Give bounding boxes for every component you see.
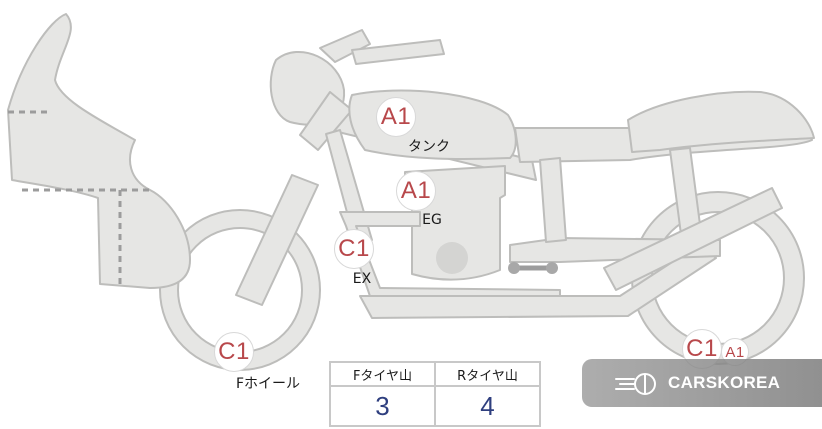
marker-front-wheel: C1 — [214, 332, 254, 372]
fairing — [7, 13, 191, 289]
label-tank: タンク — [408, 139, 450, 155]
label-front-wheel: Fホイール — [235, 376, 301, 392]
marker-exhaust: C1 — [334, 229, 374, 269]
carskorea-watermark: CARSKOREA — [582, 359, 822, 407]
front-tread-value: 3 — [329, 385, 436, 427]
handlebar — [319, 29, 371, 63]
marker-engine: A1 — [396, 171, 436, 211]
watermark-text: CARSKOREA — [668, 373, 781, 392]
carskorea-logo-icon — [615, 373, 656, 395]
label-exhaust: EX — [352, 271, 372, 287]
marker-tank: A1 — [376, 97, 416, 137]
label-engine: EG — [422, 212, 442, 228]
muffler — [603, 187, 783, 291]
tire-tread-table: Fタイヤ山 Rタイヤ山 3 4 — [329, 361, 541, 427]
rear-tread-header: Rタイヤ山 — [434, 361, 541, 387]
engine-cover-circle — [436, 242, 468, 274]
front-tread-header: Fタイヤ山 — [329, 361, 436, 387]
front-fork — [235, 174, 319, 306]
rear-tread-value: 4 — [434, 385, 541, 427]
